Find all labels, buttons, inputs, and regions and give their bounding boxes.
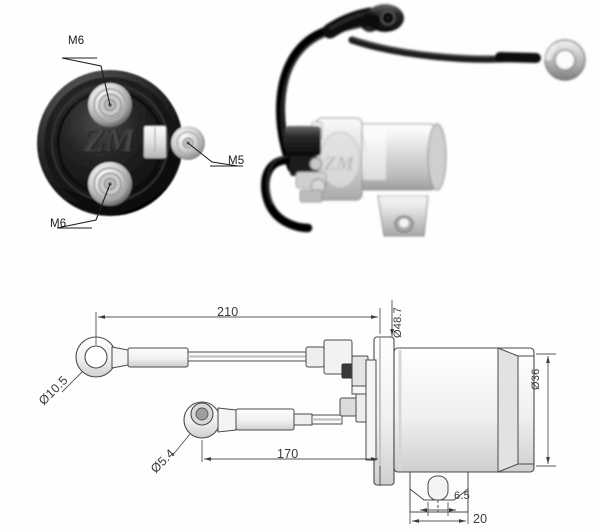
cable-boot-connector: [360, 4, 404, 32]
dimension-lines: [61, 300, 556, 524]
callout-leaders: [56, 57, 239, 229]
zm-brand-logo: ZM ZM: [83, 122, 138, 160]
ring-terminal-eyelet: [544, 39, 586, 81]
side-connector-tab: [143, 125, 167, 159]
callout-label-m5-side: M5: [228, 155, 245, 167]
dimension-label-dia-36: Ø36: [530, 368, 542, 390]
drawing-terminal-detail: [323, 339, 375, 423]
dimension-label-20: 20: [473, 512, 488, 526]
dimension-label-dia-48-7: Ø48.7: [392, 307, 404, 338]
callout-label-m6-top: M6: [68, 35, 85, 47]
callout-label-m6-bottom: M6: [50, 218, 67, 230]
svg-text:ZM: ZM: [84, 123, 138, 160]
mounting-bracket: [377, 195, 429, 237]
drawing-upper-lead: [75, 336, 325, 378]
terminal-cluster: [285, 126, 327, 203]
drawing-flange: [365, 336, 395, 486]
svg-text:ZM: ZM: [83, 122, 137, 159]
drawing-lower-lead: [183, 401, 343, 439]
dimension-label-210: 210: [217, 305, 239, 319]
drawing-bracket: [409, 471, 469, 513]
drawing-body: [393, 347, 535, 473]
dimension-label-6-5: 6.5: [454, 490, 470, 502]
svg-text:ZM: ZM: [323, 153, 355, 175]
dimension-label-170: 170: [277, 447, 299, 461]
callout-underlines: [57, 57, 243, 229]
